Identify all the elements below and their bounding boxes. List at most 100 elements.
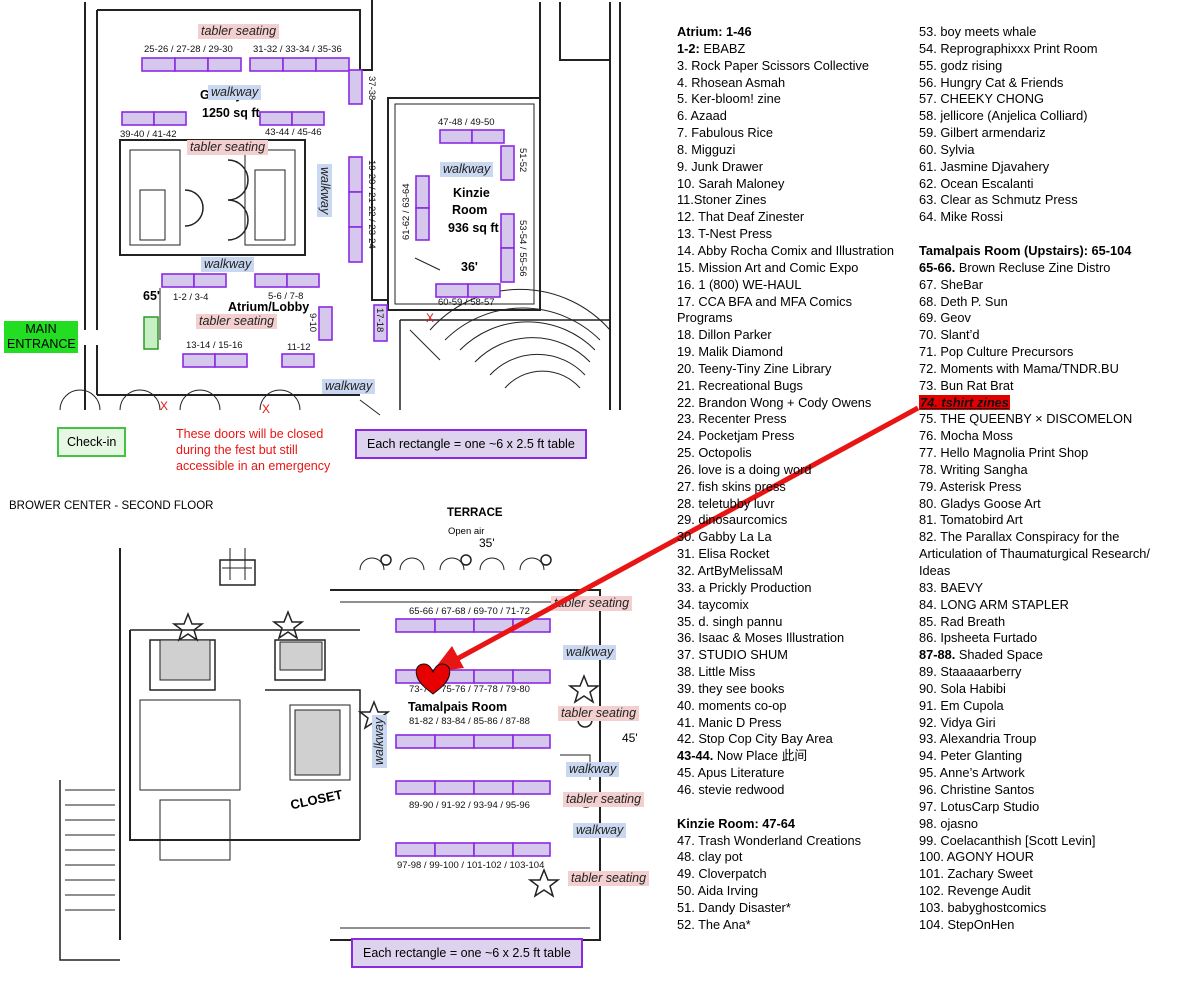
list-item: 26. love is a doing word: [677, 461, 812, 477]
list-item: 35. d. singh pannu: [677, 613, 783, 629]
walkway-tag: walkway: [573, 823, 627, 838]
list-item: 97. LotusCarp Studio: [919, 798, 1040, 814]
list-item: 69. Geov: [919, 310, 971, 326]
closed-door-marks: X X X: [160, 311, 434, 416]
list-item: 14. Abby Rocha Comix and Illustration: [677, 242, 894, 258]
list-item: 61. Jasmine Djavahery: [919, 158, 1050, 174]
list-item: 24. Pocketjam Press: [677, 428, 795, 444]
list-item: 4. Rhosean Asmah: [677, 74, 786, 90]
room-label: Room: [452, 203, 488, 217]
list-item: 79. Asterisk Press: [919, 478, 1022, 494]
list-item: 30. Gabby La La: [677, 529, 772, 545]
dimension-45-label: 45': [622, 731, 638, 745]
list-item: 20. Teeny-Tiny Zine Library: [677, 360, 832, 376]
floor-plan-first: X X X Gallery 1250 sq ft Atrium/Lobby Ki…: [0, 0, 630, 418]
list-item: 58. jellicore (Anjelica Colliard): [919, 108, 1088, 124]
list-item: 39. they see books: [677, 680, 785, 696]
tabler-seating-tag: tabler seating: [563, 792, 645, 807]
table-number: 47-48 / 49-50: [438, 117, 495, 128]
tabler-seating-tag: tabler seating: [558, 706, 640, 721]
table-number: 73-74 / 75-76 / 77-78 / 79-80: [409, 684, 530, 695]
floor-plan-second-drawing: [59, 548, 601, 961]
floor-plan-first-drawing: X X X: [59, 0, 621, 416]
open-air-label: Open air: [448, 526, 485, 537]
atrium-label: Atrium/Lobby: [228, 300, 310, 314]
list-item: 67. SheBar: [919, 276, 984, 292]
tabler-seating-tag: tabler seating: [551, 596, 633, 611]
list-item: 29. dinosaurcomics: [677, 512, 788, 528]
check-in-tag: Check-in: [57, 427, 127, 457]
tabler-seating-tag: tabler seating: [568, 871, 650, 886]
table-number: 5-6 / 7-8: [268, 291, 304, 302]
list-item: 17. CCA BFA and MFA Comics Programs: [677, 293, 852, 326]
walkway-tag: walkway: [566, 762, 620, 777]
tabler-seating-tag: tabler seating: [198, 24, 280, 39]
check-in-kiosk: [143, 316, 159, 350]
table-number: 60-59 / 58-57: [438, 297, 495, 308]
list-item: 101. Zachary Sweet: [919, 866, 1033, 882]
list-item: 92. Vidya Giri: [919, 714, 996, 730]
list-item: 90. Sola Habibi: [919, 680, 1006, 696]
walkway-tag: walkway: [322, 379, 376, 394]
list-item: 77. Hello Magnolia Print Shop: [919, 445, 1089, 461]
list-item: 19. Malik Diamond: [677, 344, 783, 360]
list-item: 7. Fabulous Rice: [677, 125, 774, 141]
floor-plan-second: Tamalpais Room CLOSET 65-66 / 67-68 / 69…: [0, 540, 650, 970]
list-item: 103. babyghostcomics: [919, 899, 1047, 915]
list-item: 46. stevie redwood: [677, 781, 785, 797]
list-item: 27. fish skins press: [677, 478, 786, 494]
list-item: 50. Aida Irving: [677, 883, 759, 899]
list-item: 40. moments co-op: [677, 697, 787, 713]
table-number: 81-82 / 83-84 / 85-86 / 87-88: [409, 716, 530, 727]
list-item: 91. Em Cupola: [919, 697, 1004, 713]
tamalpais-header: Tamalpais Room (Upstairs): 65-104: [919, 242, 1132, 258]
list-item: 89. Staaaaarberry: [919, 664, 1022, 680]
x-mark: X: [262, 402, 270, 416]
list-item: 95. Anne’s Artwork: [919, 765, 1025, 781]
table-size-note-second: Each rectangle = one ~6 x 2.5 ft table: [351, 938, 583, 968]
list-item: 47. Trash Wonderland Creations: [677, 832, 861, 848]
list-item: 41. Manic D Press: [677, 714, 782, 730]
list-item: 81. Tomatobird Art: [919, 512, 1023, 528]
list-item: 32. ArtByMelissaM: [677, 563, 783, 578]
list-item: 16. 1 (800) WE-HAUL: [677, 276, 802, 292]
list-item: 1-2: EBABZ: [677, 40, 746, 56]
terrace-label: TERRACE: [447, 507, 503, 519]
walkway-tag: walkway: [208, 85, 262, 100]
table-number: 65-66 / 67-68 / 69-70 / 71-72: [409, 606, 530, 617]
list-item: 86. Ipsheeta Furtado: [919, 630, 1038, 646]
list-item: 75. THE QUEENBY × DISCOMELON: [919, 411, 1133, 427]
list-item: 38. Little Miss: [677, 664, 756, 680]
list-item: 3. Rock Paper Scissors Collective: [677, 57, 870, 73]
list-item: 52. The Ana*: [677, 916, 751, 932]
table-number: 39-40 / 41-42: [120, 129, 177, 140]
list-item: 28. teletubby luvr: [677, 495, 775, 511]
list-item: 21. Recreational Bugs: [677, 377, 803, 393]
list-item: 99. Coelacanthish [Scott Levin]: [919, 832, 1096, 848]
second-floor-title: BROWER CENTER - SECOND FLOOR: [9, 500, 214, 512]
tabler-seating-tag: tabler seating: [187, 140, 269, 155]
arrow-line: [453, 405, 920, 663]
list-item: 78. Writing Sangha: [919, 461, 1028, 477]
dimension-36: 36': [461, 260, 478, 274]
list-item: 63. Clear as Schmutz Press: [919, 192, 1078, 208]
list-item: 70. Slant’d: [919, 327, 980, 343]
list-item: 84. LONG ARM STAPLER: [919, 596, 1069, 612]
table-number: 1-2 / 3-4: [173, 292, 209, 303]
table-size-note: Each rectangle = one ~6 x 2.5 ft table: [355, 429, 587, 459]
list-item: 31. Elisa Rocket: [677, 546, 770, 562]
list-item: 60. Sylvia: [919, 141, 975, 157]
list-item: 72. Moments with Mama/TNDR.BU: [919, 360, 1119, 376]
list-item: 8. Migguzi: [677, 141, 736, 157]
list-item: 25. Octopolis: [677, 445, 752, 461]
dimension-65: 65': [143, 289, 160, 303]
list-item: 59. Gilbert armendariz: [919, 125, 1046, 141]
tabler-seating-tag: tabler seating: [196, 314, 278, 329]
list-item: 62. Ocean Escalanti: [919, 175, 1034, 191]
